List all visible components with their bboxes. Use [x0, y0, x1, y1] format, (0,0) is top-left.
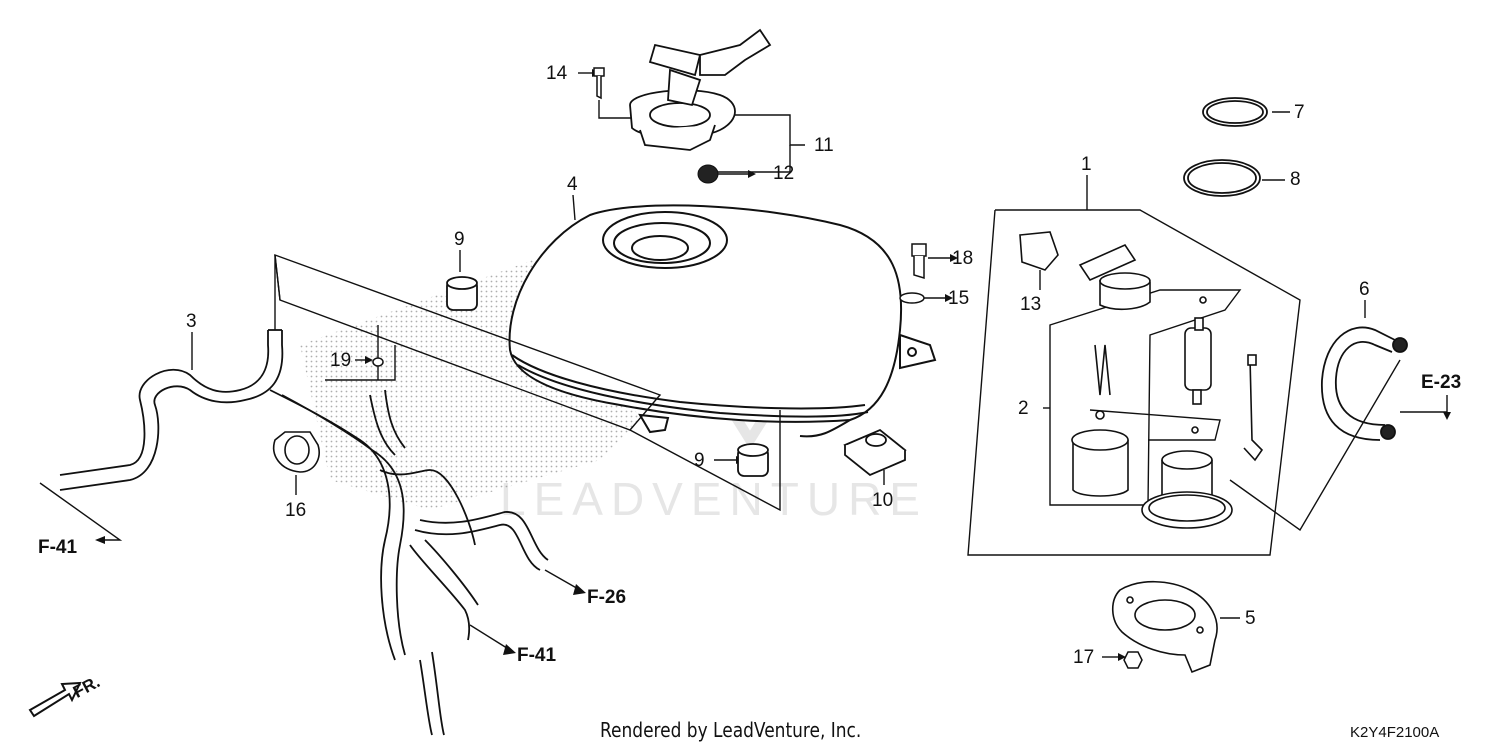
callout-19: 19: [330, 350, 352, 371]
ref-f26[interactable]: F-26: [587, 587, 627, 608]
callout-4: 4: [567, 174, 578, 195]
callout-15: 15: [948, 288, 970, 309]
callout-5: 5: [1245, 608, 1256, 629]
callout-16: 16: [285, 500, 307, 521]
callout-9-top: 9: [454, 229, 465, 250]
nut-17: [1123, 651, 1143, 669]
callout-2: 2: [1018, 398, 1029, 419]
breather-hoses: [59, 329, 549, 736]
callout-8: 8: [1290, 169, 1301, 190]
callout-1: 1: [1081, 154, 1092, 175]
callout-3: 3: [186, 311, 197, 332]
bolt-18: [899, 243, 927, 304]
callout-12: 12: [773, 163, 795, 184]
callout-10: 10: [872, 490, 894, 511]
watermark-text: LEADVENTURE: [500, 473, 928, 525]
callout-6: 6: [1359, 279, 1370, 300]
o-rings: [1183, 97, 1268, 197]
ref-e23[interactable]: E-23: [1421, 372, 1462, 393]
ref-f41-left[interactable]: F-41: [38, 537, 78, 558]
callout-9-bottom: 9: [694, 450, 705, 471]
bracket-10: [843, 428, 907, 477]
leader-lines: [39, 72, 1448, 658]
hose-6: [1321, 326, 1408, 441]
clamp-19: [372, 357, 384, 367]
rubber-cushion: [446, 276, 769, 477]
callout-14: 14: [546, 63, 568, 84]
screw-14: [593, 67, 605, 100]
callout-11: 11: [814, 135, 834, 156]
fuel-cap-assembly: [629, 28, 772, 151]
callout-18: 18: [952, 248, 974, 269]
fuel-tank: [508, 204, 937, 438]
callout-17: 17: [1073, 647, 1095, 668]
grommet-12: [697, 164, 719, 184]
ref-f41-bottom[interactable]: F-41: [517, 645, 557, 666]
clip-16: [273, 431, 320, 473]
fuel-pump-parts: [1019, 231, 1264, 529]
callout-7: 7: [1294, 102, 1305, 123]
diagram-code: K2Y4F2100A: [1350, 724, 1440, 741]
callout-13: 13: [1020, 294, 1042, 315]
setting-plate-5: [1111, 580, 1218, 674]
render-credit: Rendered by LeadVenture, Inc.: [600, 718, 862, 742]
front-direction-arrow: [28, 681, 82, 718]
